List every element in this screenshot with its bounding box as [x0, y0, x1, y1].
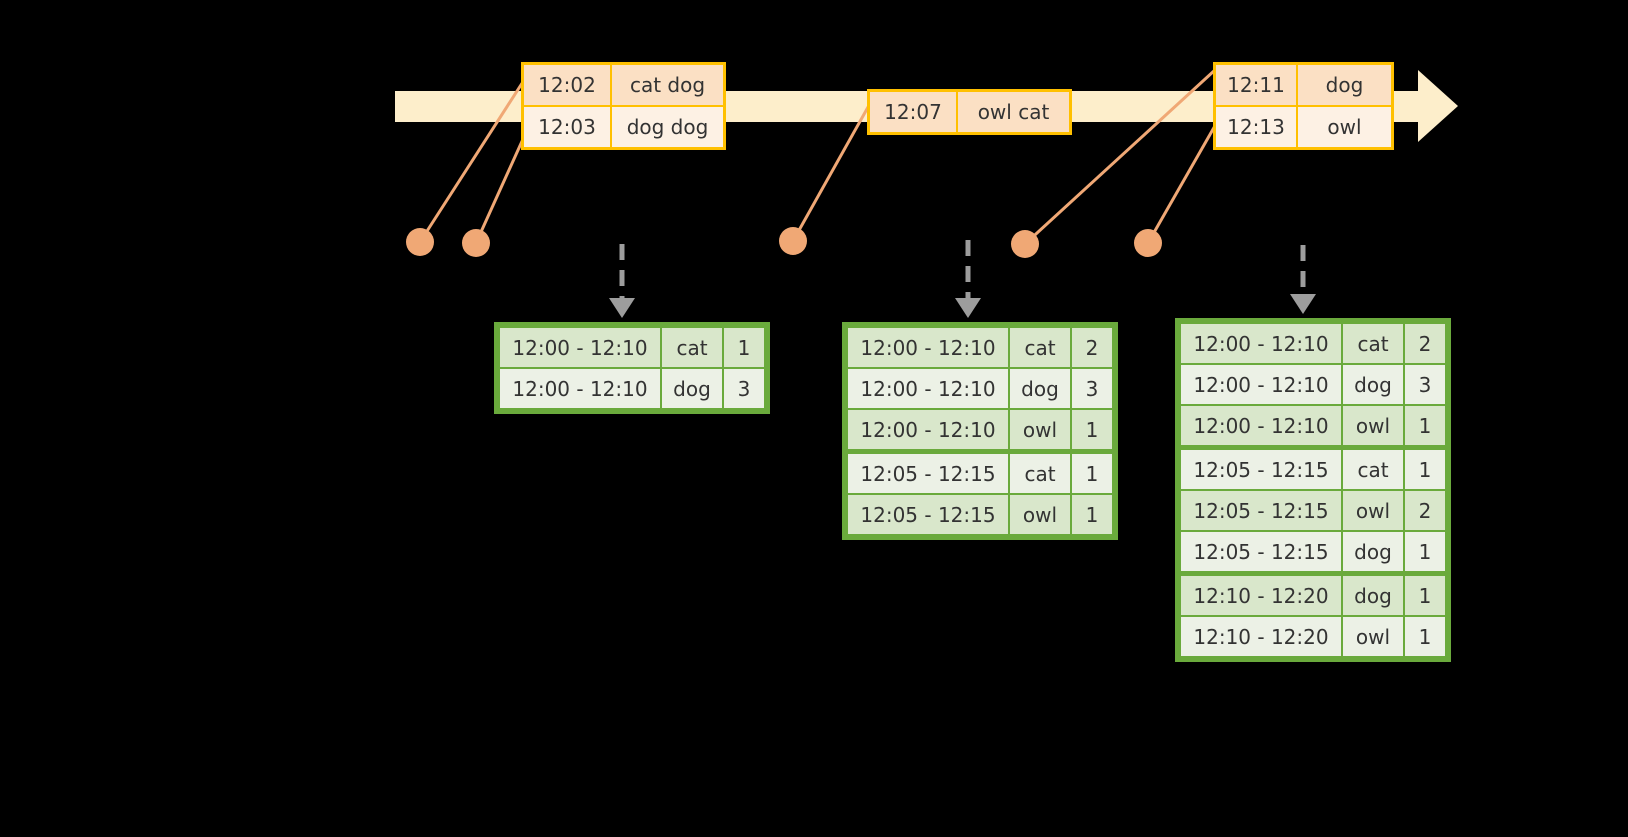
connector-dot-2: [462, 229, 490, 257]
window-cell: 12:05 - 12:15: [848, 454, 1008, 493]
word-cell: owl: [1010, 410, 1070, 449]
word-cell: cat: [1010, 454, 1070, 493]
count-cell: 1: [1072, 495, 1112, 534]
count-cell: 3: [1405, 365, 1445, 404]
event-row: 12:02 cat dog: [524, 65, 723, 105]
window-cell: 12:10 - 12:20: [1181, 617, 1341, 656]
arrowhead-icon: [955, 298, 981, 318]
event-time: 12:03: [524, 107, 612, 147]
event-row: 12:07 owl cat: [870, 92, 1069, 132]
event-box-group-1[interactable]: 12:02 cat dog 12:03 dog dog: [521, 62, 726, 150]
dashed-arrow-2: [955, 240, 981, 318]
window-cell: 12:00 - 12:10: [848, 369, 1008, 408]
event-time: 12:07: [870, 92, 958, 132]
word-cell: cat: [1010, 328, 1070, 367]
count-cell: 1: [1405, 450, 1445, 489]
event-words: cat dog: [629, 73, 706, 97]
count-cell: 3: [1072, 369, 1112, 408]
count-cell: 1: [1072, 454, 1112, 493]
timeline-arrowhead-icon: [1418, 70, 1458, 142]
count-cell: 2: [1072, 328, 1112, 367]
arrowhead-icon: [609, 298, 635, 318]
word-cell: dog: [662, 369, 722, 408]
count-cell: 1: [1405, 576, 1445, 615]
window-cell: 12:00 - 12:10: [1181, 365, 1341, 404]
count-cell: 1: [1405, 617, 1445, 656]
word-cell: cat: [662, 328, 722, 367]
window-cell: 12:05 - 12:15: [1181, 532, 1341, 571]
event-words: owl: [1327, 115, 1362, 139]
dashed-arrow-1: [609, 244, 635, 318]
count-cell: 1: [1405, 532, 1445, 571]
word-cell: owl: [1010, 495, 1070, 534]
count-cell: 3: [724, 369, 764, 408]
event-time: 12:11: [1216, 65, 1298, 105]
word-cell: dog: [1010, 369, 1070, 408]
count-cell: 1: [1405, 406, 1445, 445]
word-cell: cat: [1343, 324, 1403, 363]
connector-dot-4: [1011, 230, 1039, 258]
event-words: dog dog: [626, 115, 709, 139]
event-box-group-2[interactable]: 12:07 owl cat: [867, 89, 1072, 135]
connector-dot-3: [779, 227, 807, 255]
word-cell: cat: [1343, 450, 1403, 489]
count-cell: 2: [1405, 491, 1445, 530]
window-cell: 12:00 - 12:10: [1181, 324, 1341, 363]
window-cell: 12:05 - 12:15: [848, 495, 1008, 534]
count-cell: 1: [1072, 410, 1112, 449]
connector-dot-5: [1134, 229, 1162, 257]
word-cell: owl: [1343, 406, 1403, 445]
window-cell: 12:00 - 12:10: [1181, 406, 1341, 445]
count-cell: 2: [1405, 324, 1445, 363]
event-box-group-3[interactable]: 12:11 dog 12:13 owl: [1213, 62, 1394, 150]
window-cell: 12:00 - 12:10: [500, 369, 660, 408]
window-cell: 12:05 - 12:15: [1181, 450, 1341, 489]
event-row: 12:13 owl: [1216, 105, 1391, 147]
event-words: owl cat: [977, 100, 1050, 124]
word-cell: dog: [1343, 532, 1403, 571]
event-time: 12:13: [1216, 107, 1298, 147]
arrowhead-icon: [1290, 294, 1316, 314]
word-cell: dog: [1343, 576, 1403, 615]
dashed-arrow-3: [1290, 245, 1316, 314]
word-cell: dog: [1343, 365, 1403, 404]
window-cell: 12:00 - 12:10: [848, 410, 1008, 449]
event-row: 12:11 dog: [1216, 65, 1391, 105]
event-row: 12:03 dog dog: [524, 105, 723, 147]
window-cell: 12:00 - 12:10: [848, 328, 1008, 367]
word-cell: owl: [1343, 617, 1403, 656]
word-cell: owl: [1343, 491, 1403, 530]
window-cell: 12:10 - 12:20: [1181, 576, 1341, 615]
event-words: dog: [1325, 73, 1364, 97]
count-cell: 1: [724, 328, 764, 367]
window-cell: 12:00 - 12:10: [500, 328, 660, 367]
window-cell: 12:05 - 12:15: [1181, 491, 1341, 530]
leader-line-5: [1146, 123, 1218, 244]
connector-dot-1: [406, 228, 434, 256]
event-time: 12:02: [524, 65, 612, 105]
